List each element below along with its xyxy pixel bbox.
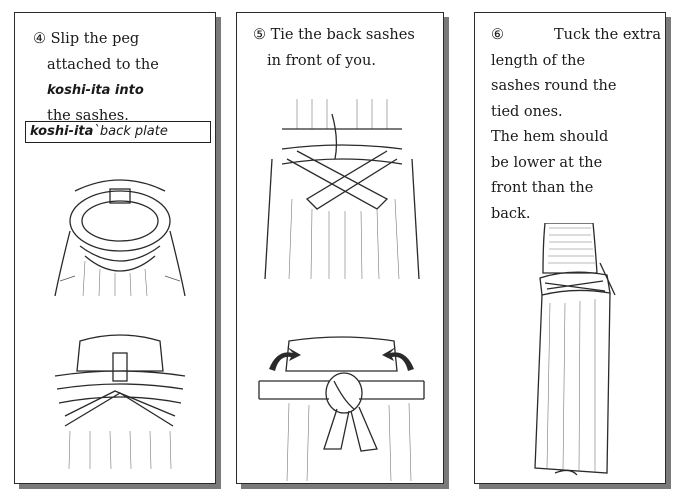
gloss-term: koshi-ita (30, 124, 94, 139)
step-6-line-7: front than the (491, 180, 594, 196)
step-5-number: ⑤ (253, 27, 266, 43)
step-6-line-5: The hem should (491, 129, 609, 145)
step-6-line-6: be lower at the (491, 154, 603, 171)
peg-in-sashes-illustration (45, 331, 195, 471)
step-4-line-4: the sashes. (47, 107, 129, 124)
step-6-line-2: length of the (491, 52, 586, 69)
koshi-ita-gloss-box: koshi-ita`back plate (25, 121, 211, 143)
step-5-line-2: in front of you. (267, 52, 376, 69)
step-5-line-1: ⑤ Tie the back sashes (253, 27, 415, 43)
tied-back-sashes-illustration (257, 99, 427, 279)
step-5-panel: ⑤ Tie the back sashes in front of you. (236, 12, 444, 484)
step-6-number: ⑥ (491, 27, 504, 43)
step-4-line-3: koshi-ita into (47, 83, 144, 98)
side-view-hem-illustration (515, 223, 635, 478)
step-4-line-1: ④ Slip the peg (33, 31, 140, 47)
gloss-text: `back plate (93, 124, 168, 139)
step-6-line-3: sashes round the (491, 78, 617, 94)
koshi-ita-back-illustration (45, 161, 195, 301)
step-4-panel: ④ Slip the peg attached to the koshi-ita… (14, 12, 216, 484)
step-4-number: ④ (33, 31, 46, 47)
knot-front-illustration (249, 331, 434, 481)
step-4-text: ④ Slip the peg attached to the koshi-ita… (33, 27, 209, 129)
step-4-line-2: attached to the (47, 56, 159, 73)
step-5-text: ⑤ Tie the back sashes in front of you. (253, 23, 439, 74)
step-6-line-4: tied ones. (491, 103, 563, 120)
step-6-line-8: back. (491, 205, 531, 222)
